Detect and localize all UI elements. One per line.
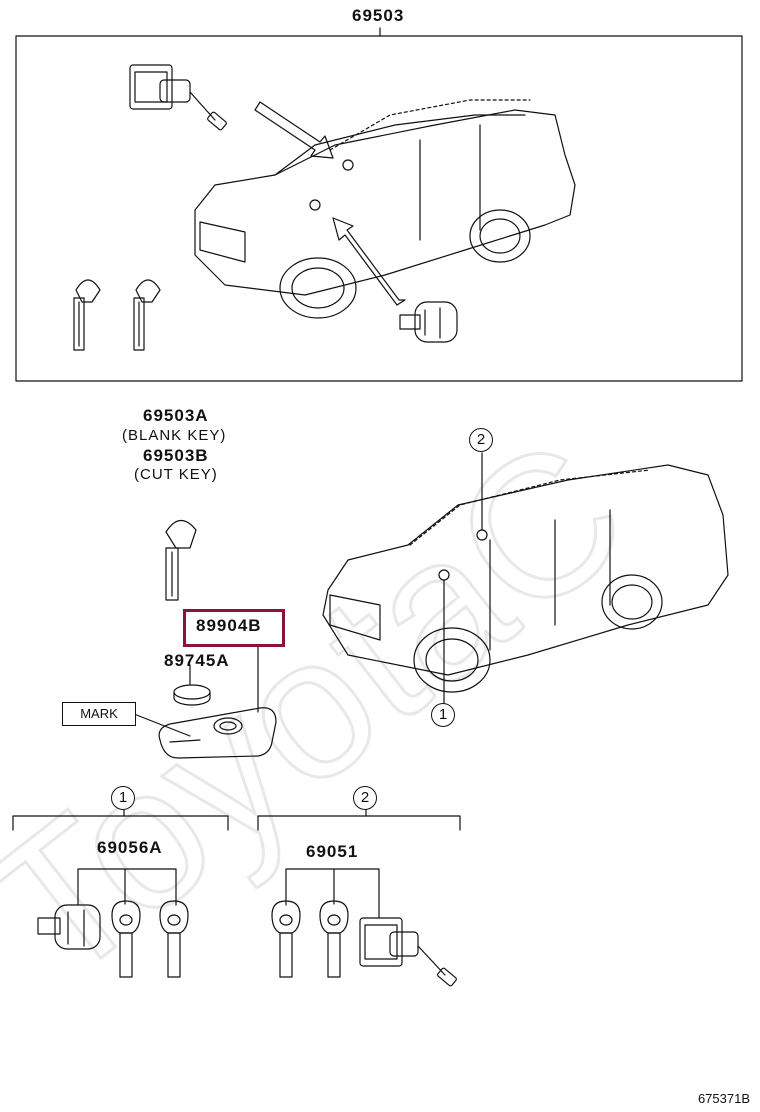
bracket-set-2 <box>257 815 461 831</box>
mark-label: MARK <box>62 702 136 726</box>
part-label-69056A[interactable]: 69056A <box>97 838 163 857</box>
key-top-left <box>73 279 101 351</box>
vehicle-top <box>194 99 576 319</box>
callout-2-middle[interactable]: 2 <box>469 428 493 452</box>
illustration-id: 675371B <box>697 1091 750 1106</box>
part-label-69051[interactable]: 69051 <box>306 842 359 861</box>
set-2-key-a <box>271 900 301 978</box>
part-label-89904B[interactable]: 89904B <box>196 616 262 635</box>
top-frame <box>15 35 743 382</box>
part-label-69503B[interactable]: 69503B <box>143 446 209 465</box>
highlight-box <box>183 609 285 647</box>
arrow-to-door-lock <box>332 217 406 306</box>
battery-coin <box>173 684 211 706</box>
part-label-69503[interactable]: 69503 <box>352 6 405 25</box>
key-middle <box>165 519 197 601</box>
set-1-cylinder <box>37 904 101 950</box>
set-2-ignition-switch <box>359 917 457 987</box>
blank-key-desc: (BLANK KEY) <box>122 427 227 444</box>
callout-1-middle[interactable]: 1 <box>431 703 455 727</box>
set-1-leaders <box>77 868 177 906</box>
callout-1-set[interactable]: 1 <box>111 786 135 810</box>
part-label-69503A[interactable]: 69503A <box>143 406 209 425</box>
door-lock-cylinder-top <box>399 301 458 343</box>
cut-key-desc: (CUT KEY) <box>134 466 218 483</box>
set-1-key-a <box>111 900 141 978</box>
set-1-key-b <box>159 900 189 978</box>
part-label-89745A[interactable]: 89745A <box>164 651 230 670</box>
vehicle-middle <box>322 464 729 693</box>
ignition-switch-top <box>129 64 227 131</box>
arrow-to-ignition <box>254 101 334 159</box>
bracket-set-1 <box>12 815 229 831</box>
set-2-leaders <box>285 868 380 918</box>
mark-leader <box>133 713 191 737</box>
set-2-key-b <box>319 900 349 978</box>
key-top-right <box>133 279 161 351</box>
callout-2-set[interactable]: 2 <box>353 786 377 810</box>
key-fob <box>158 707 277 759</box>
